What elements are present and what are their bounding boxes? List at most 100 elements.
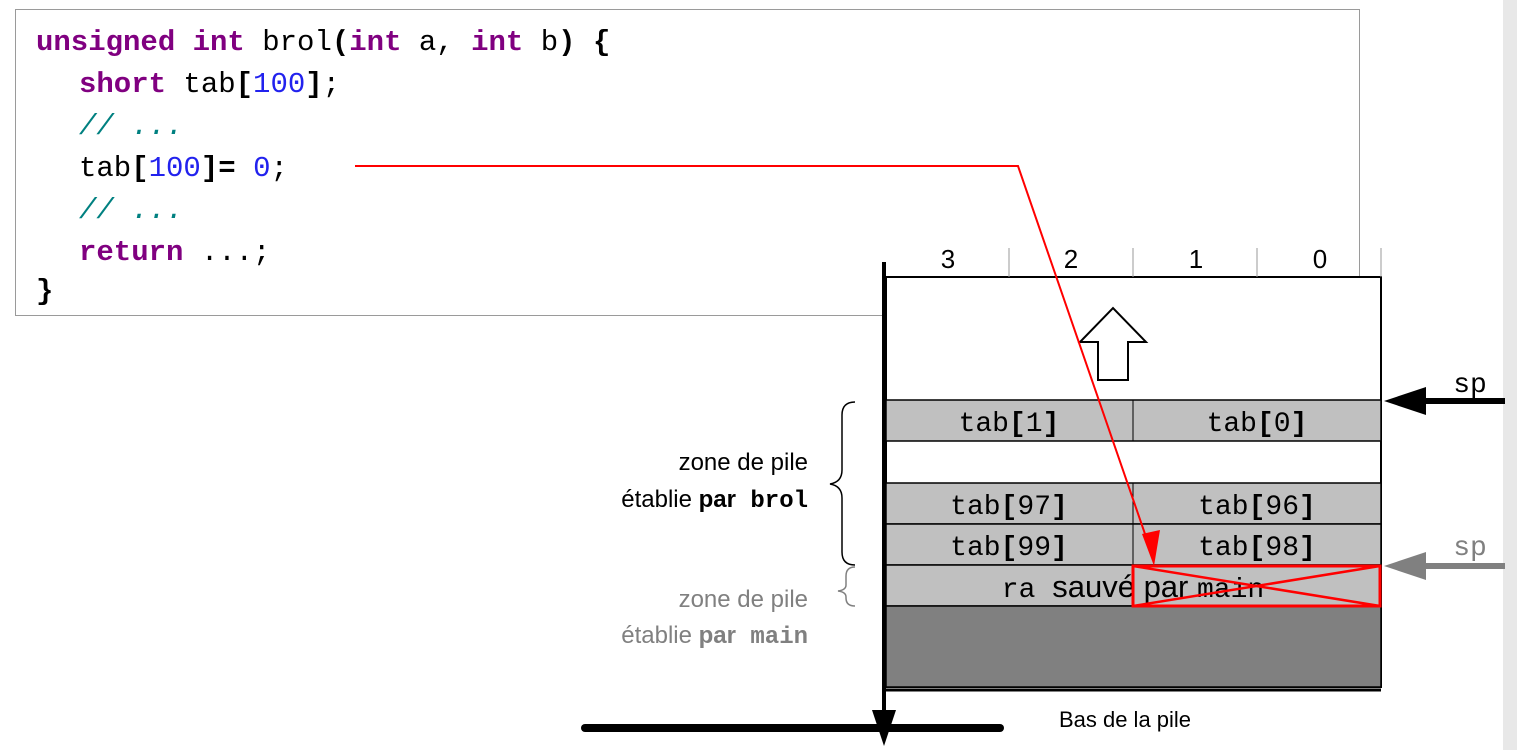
cell-tab96-rb: ]: [1299, 492, 1316, 523]
brol-zone-line1: zone de pile: [679, 449, 808, 476]
param-a: a,: [401, 26, 472, 59]
cell-tab0-name: tab: [1207, 409, 1257, 440]
comment: // ...: [79, 194, 184, 227]
cell-tab96-idx: 96: [1265, 492, 1299, 523]
cell-tab99: tab[99]: [950, 533, 1068, 564]
number: 100: [253, 68, 306, 101]
column-header-3: 3: [941, 244, 955, 274]
return-value: ...;: [183, 236, 271, 269]
main-zone-prefix: établie: [621, 622, 698, 649]
brace: {: [575, 26, 611, 59]
number: 0: [253, 152, 271, 185]
code-line-comment: // ...: [79, 191, 183, 231]
main-zone-brace: [837, 566, 856, 607]
code-line-signature: unsigned int brol(int a, int b) {: [36, 23, 610, 63]
code-line-declaration: short tab[100];: [79, 65, 340, 105]
brol-zone-brace: [829, 401, 856, 566]
cell-tab97-name: tab: [950, 492, 1000, 523]
cell-tab98-idx: 98: [1265, 533, 1299, 564]
cell-tab1-name: tab: [959, 409, 1009, 440]
bracket: [: [235, 68, 254, 101]
cell-tab96-lb: [: [1249, 492, 1266, 523]
semicolon: ;: [322, 68, 341, 101]
cell-return-address: ra sauvé par main: [1002, 569, 1264, 606]
main-zone-fn: main: [750, 624, 808, 651]
brol-zone-prefix: établie: [621, 486, 698, 513]
cell-tab97: tab[97]: [950, 492, 1068, 523]
main-zone-par: par: [699, 622, 736, 649]
bracket: [: [131, 152, 149, 185]
paren: ): [558, 26, 576, 59]
overflow-marker: [1131, 564, 1382, 608]
cell-tab1: tab[1]: [959, 409, 1060, 440]
paren: (: [331, 26, 350, 59]
ra-sauve: sauvé: [1052, 569, 1135, 604]
column-headers: 3 2 1 0: [941, 244, 1382, 277]
cell-tab1-rb: ]: [1043, 409, 1060, 440]
assign: =: [218, 152, 236, 185]
cell-tab97-idx: 97: [1017, 492, 1051, 523]
variable: tab: [79, 152, 132, 185]
overflow-cell: [1131, 564, 1382, 608]
overflow-connector-line: [355, 165, 1155, 561]
scrollbar[interactable]: [1503, 0, 1517, 750]
cell-tab97-rb: ]: [1051, 492, 1068, 523]
ra-text: ra: [1002, 575, 1052, 606]
code-line-return: return ...;: [79, 233, 270, 273]
code-box: unsigned int brol(int a, int b) { short …: [15, 9, 1360, 316]
overflow-cross: [1132, 564, 1381, 608]
brol-zone-line2: établie par brol: [621, 486, 808, 515]
sp-label: sp: [1453, 370, 1487, 401]
brol-zone-fn: brol: [750, 488, 808, 515]
cell-tab0-rb: ]: [1291, 409, 1308, 440]
growth-arrow-icon: [1077, 306, 1149, 381]
keyword: unsigned int: [36, 26, 245, 59]
cell-tab99-name: tab: [950, 533, 1000, 564]
semicolon: ;: [270, 152, 288, 185]
keyword: return: [79, 236, 184, 269]
cell-tab98-lb: [: [1249, 533, 1266, 564]
stack-bottom-label: Bas de la pile: [1059, 707, 1191, 732]
bracket: ]: [200, 152, 219, 185]
number: 100: [148, 152, 201, 185]
cell-tab98-name: tab: [1198, 533, 1248, 564]
brace: }: [36, 275, 54, 308]
column-header-1: 1: [1189, 244, 1203, 274]
sp-old-label: sp: [1453, 533, 1487, 564]
overflow-connector: [355, 165, 1160, 566]
cell-tab0-idx: 0: [1274, 409, 1291, 440]
cell-tab99-rb: ]: [1051, 533, 1068, 564]
brol-zone-par: par: [699, 486, 736, 513]
function-name: brol: [244, 26, 332, 59]
main-zone-space: [736, 624, 750, 651]
brol-zone-space: [736, 488, 750, 515]
keyword: int: [471, 26, 524, 59]
cell-tab98: tab[98]: [1198, 533, 1316, 564]
main-zone-line1: zone de pile: [679, 586, 808, 613]
code-line-close: }: [36, 272, 53, 312]
cell-tab0-lb: [: [1257, 409, 1274, 440]
cell-tab1-lb: [: [1009, 409, 1026, 440]
cell-tab97-lb: [: [1001, 492, 1018, 523]
cell-tab99-lb: [: [1001, 533, 1018, 564]
keyword: int: [349, 26, 402, 59]
cell-tab0: tab[0]: [1207, 409, 1308, 440]
code-line-overflow: tab[100]= 0;: [79, 149, 288, 189]
cell-tab1-idx: 1: [1026, 409, 1043, 440]
cell-tab99-idx: 99: [1017, 533, 1051, 564]
keyword: short: [79, 68, 167, 101]
comment: // ...: [79, 110, 184, 143]
sp-arrow-icon: [1384, 387, 1426, 415]
column-header-2: 2: [1064, 244, 1078, 274]
column-header-0: 0: [1313, 244, 1327, 274]
cell-tab96-name: tab: [1198, 492, 1248, 523]
param-b: b: [523, 26, 559, 59]
cell-tab98-rb: ]: [1299, 533, 1316, 564]
sp-old-arrow-icon: [1384, 552, 1426, 580]
caller-frame: [885, 605, 1382, 688]
main-zone-line2: établie par main: [621, 622, 808, 651]
cell-tab96: tab[96]: [1198, 492, 1316, 523]
variable: tab: [166, 68, 236, 101]
code-line-comment: // ...: [79, 107, 183, 147]
